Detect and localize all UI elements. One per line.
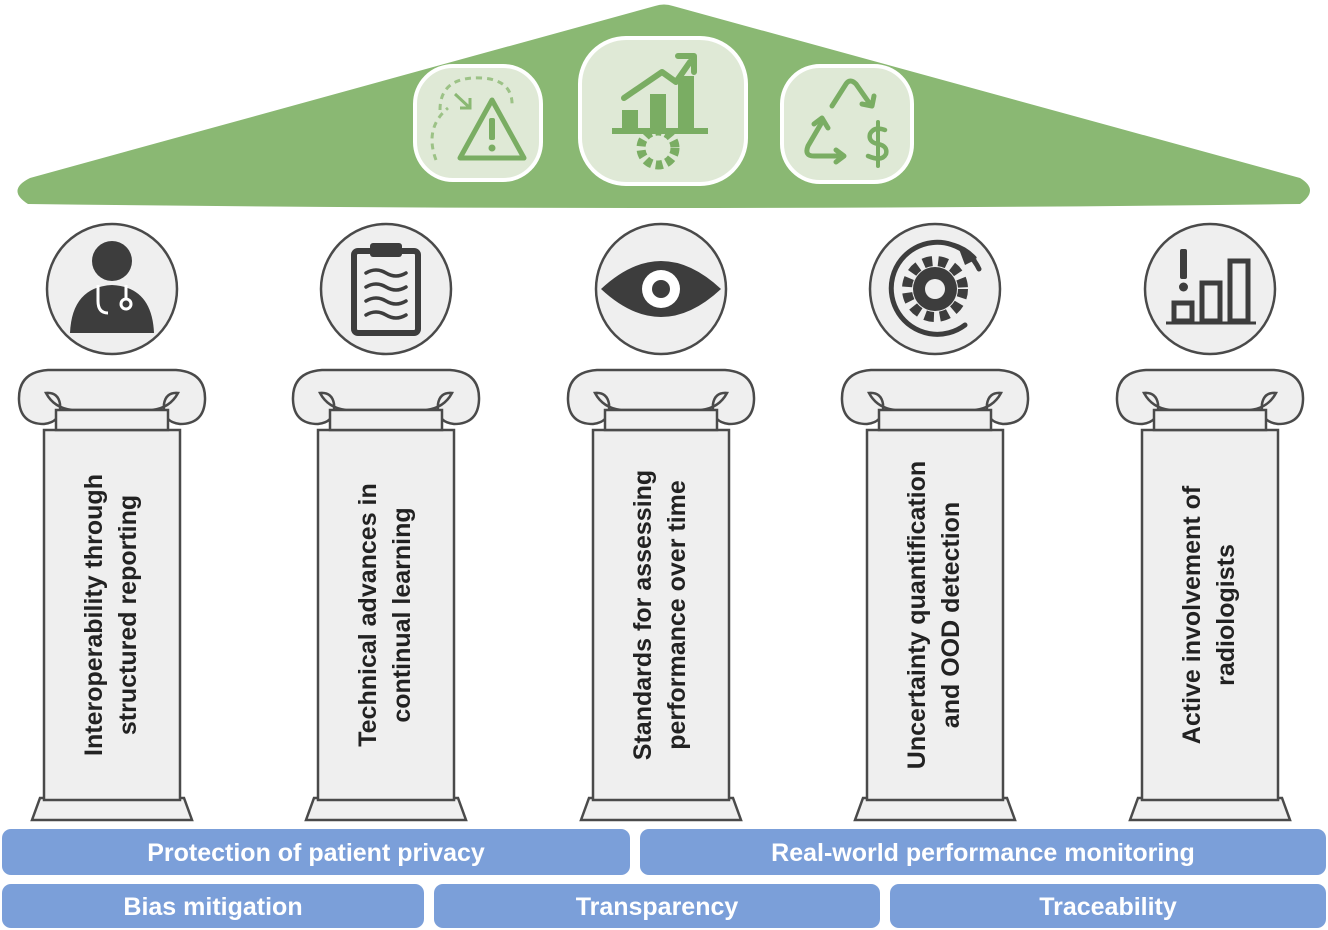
clipboard-icon [319, 222, 453, 356]
pillar-label-line2: radiologists [1212, 544, 1240, 686]
pillar-label-line2: and OOD detection [937, 502, 965, 728]
foundation-bar-top-1-label: Protection of patient privacy [147, 839, 485, 867]
pillar-base [1128, 796, 1292, 822]
pillar-shaft [591, 428, 731, 802]
pillar-shaft [865, 428, 1005, 802]
doctor-icon [45, 222, 179, 356]
pillar-label-line2: performance over time [663, 480, 691, 750]
foundation: Protection of patient privacy Real-world … [2, 829, 1326, 928]
pillar-base [304, 796, 468, 822]
performance-growth-icon [578, 36, 748, 186]
alert-bar-chart-icon [1143, 222, 1277, 356]
foundation-bar-top-1: Protection of patient privacy [2, 829, 630, 875]
foundation-bar-top-2: Real-world performance monitoring [640, 829, 1326, 875]
foundation-bar-bottom-1: Bias mitigation [2, 884, 424, 928]
pillar-label-line1: Uncertainty quantification [903, 461, 931, 769]
pillar-label-line2: structured reporting [114, 495, 142, 735]
pillar-base [579, 796, 743, 822]
pillar-shaft [42, 428, 182, 802]
foundation-bar-top-2-label: Real-world performance monitoring [771, 839, 1195, 867]
pillar-label-line1: Standards for assessing [629, 470, 657, 760]
pillar-shaft [316, 428, 456, 802]
drift-warning-icon [413, 64, 543, 182]
pillar-label-line1: Active involvement of [1178, 485, 1206, 744]
foundation-bar-bottom-3: Traceability [890, 884, 1326, 928]
pillar-label-line2: continual learning [388, 507, 416, 722]
pillar-shaft [1140, 428, 1280, 802]
eye-icon [594, 222, 728, 356]
foundation-bar-bottom-2-label: Transparency [576, 893, 739, 921]
gear-refresh-icon [868, 222, 1002, 356]
foundation-bar-bottom-1-label: Bias mitigation [123, 893, 302, 921]
pillar-base [30, 796, 194, 822]
pillar-base [853, 796, 1017, 822]
foundation-bar-bottom-3-label: Traceability [1039, 893, 1177, 921]
pillar-label-line1: Technical advances in [354, 483, 382, 747]
roof [17, 4, 1310, 208]
foundation-bar-bottom-2: Transparency [434, 884, 880, 928]
pillar-label-line1: Interoperability through [80, 474, 108, 756]
cost-recycle-icon [780, 64, 914, 184]
